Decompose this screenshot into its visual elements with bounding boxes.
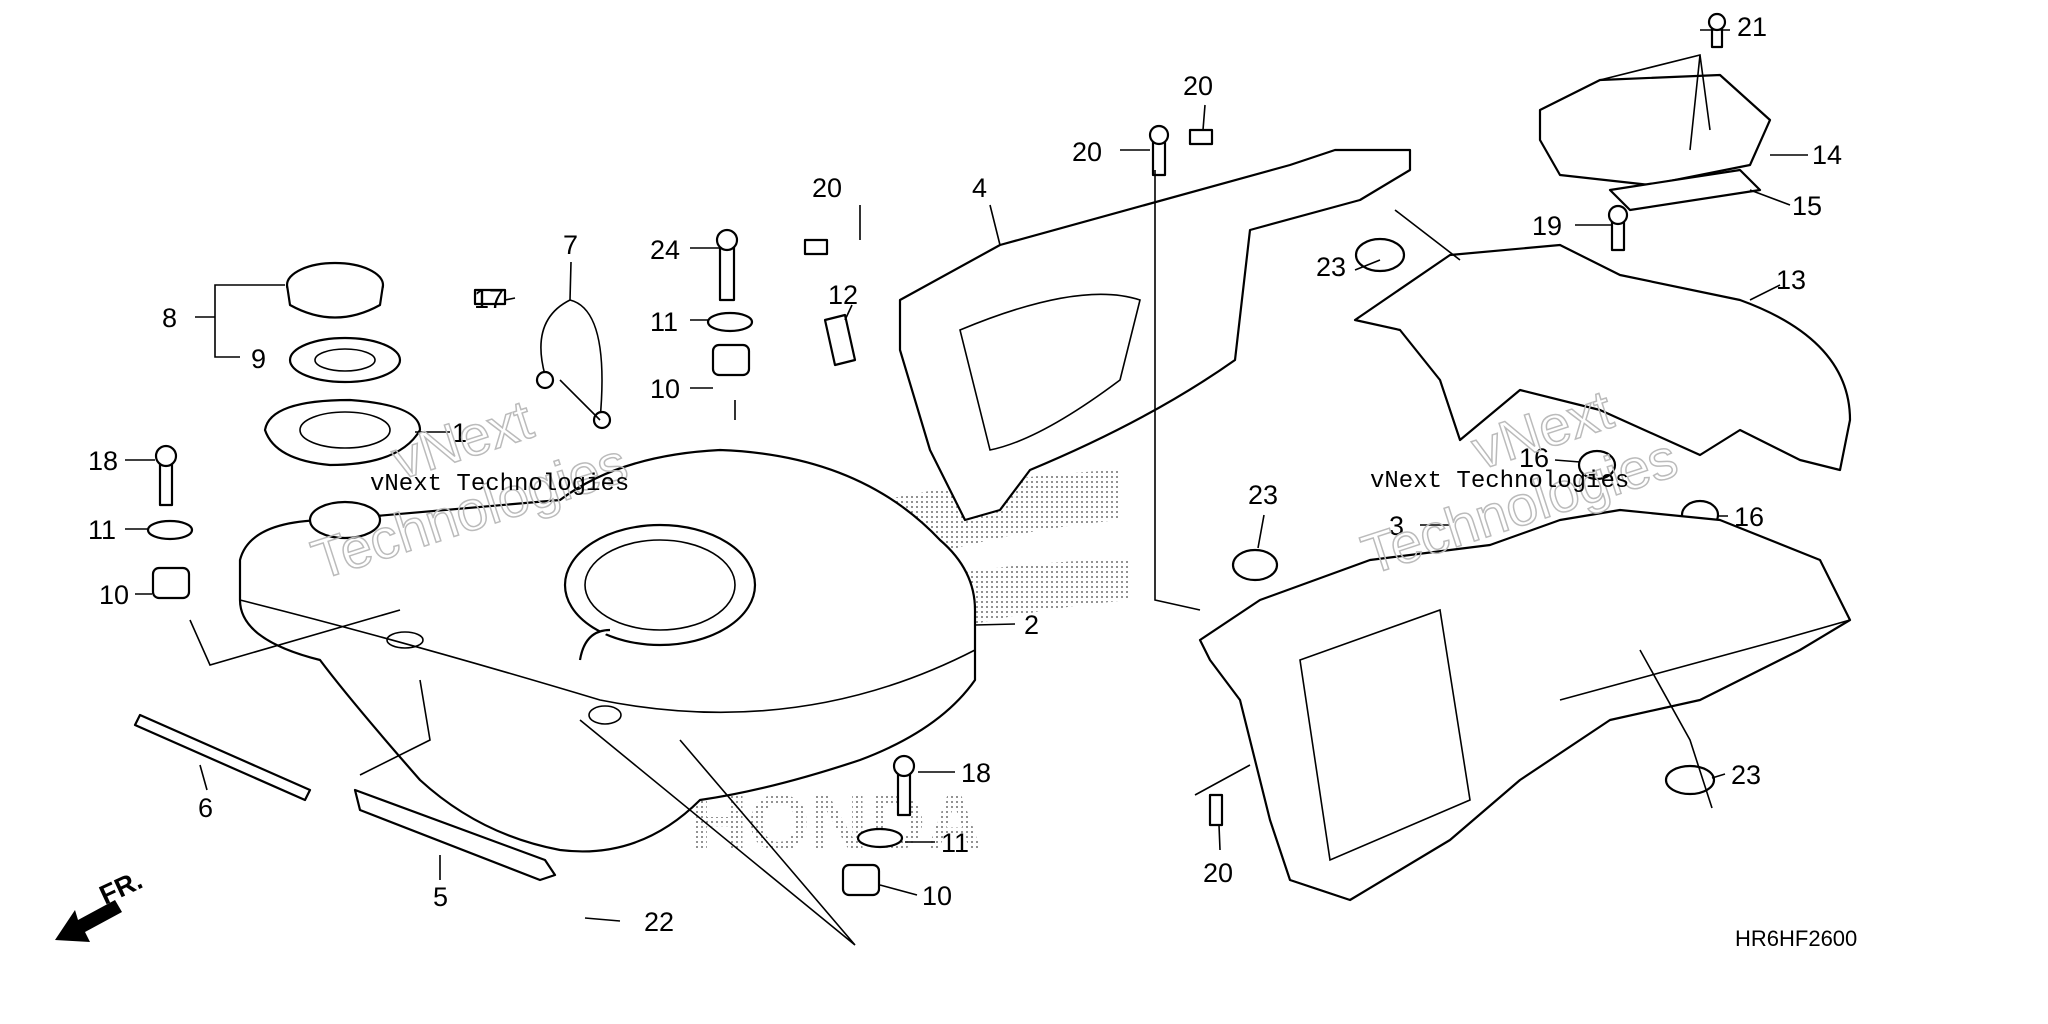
watermark-text: vNext Technologies xyxy=(370,471,629,498)
battery-tray xyxy=(1353,243,1852,472)
diagram-code: HR6HF2600 xyxy=(1735,926,1857,951)
callout-labels: 21 14 15 13 19 23 20 20 4 20 12 24 11 10… xyxy=(88,12,1842,937)
leader-lines xyxy=(125,29,1808,946)
mounting-rod xyxy=(133,713,312,802)
callout-5: 5 xyxy=(433,882,448,912)
callout-20: 20 xyxy=(1072,137,1102,167)
ground-strap xyxy=(540,299,603,421)
tank-bracket xyxy=(353,788,557,882)
callout-19: 19 xyxy=(1532,211,1562,241)
callout-13: 13 xyxy=(1776,265,1806,295)
callout-4: 4 xyxy=(972,173,987,203)
callout-21: 21 xyxy=(1737,12,1767,42)
callout-11: 11 xyxy=(650,307,678,337)
callout-23: 23 xyxy=(1316,252,1346,282)
callout-16: 16 xyxy=(1519,443,1549,473)
callout-2: 2 xyxy=(1024,610,1039,640)
callout-9: 9 xyxy=(251,344,266,374)
fuel-tank xyxy=(238,448,977,853)
callout-10: 10 xyxy=(650,374,680,404)
front-direction-arrow: FR. xyxy=(55,865,147,942)
callout-12: 12 xyxy=(828,280,858,310)
callout-11: 11 xyxy=(88,515,116,545)
fasteners xyxy=(146,12,1727,897)
callout-17: 17 xyxy=(474,284,504,314)
callout-18: 18 xyxy=(961,758,991,788)
callout-8: 8 xyxy=(162,303,177,333)
clip xyxy=(823,313,857,367)
filler-cap xyxy=(263,261,422,467)
callout-22: 22 xyxy=(644,907,674,937)
watermark-text-2: vNext Technologies xyxy=(1370,468,1629,495)
callout-10: 10 xyxy=(99,580,129,610)
cover-seal xyxy=(1608,168,1762,212)
callout-10: 10 xyxy=(922,881,952,911)
callout-20: 20 xyxy=(1203,858,1233,888)
callout-23: 23 xyxy=(1248,480,1278,510)
callout-24: 24 xyxy=(650,235,680,265)
callout-23: 23 xyxy=(1731,760,1761,790)
callout-7: 7 xyxy=(563,230,578,260)
callout-15: 15 xyxy=(1792,191,1822,221)
callout-3: 3 xyxy=(1389,511,1404,541)
callout-14: 14 xyxy=(1812,140,1842,170)
lower-frame xyxy=(1198,508,1852,902)
front-label: FR. xyxy=(95,865,147,911)
callout-16: 16 xyxy=(1734,502,1764,532)
callout-20: 20 xyxy=(1183,71,1213,101)
callout-6: 6 xyxy=(198,793,213,823)
callout-20: 20 xyxy=(812,173,842,203)
battery-cover xyxy=(1538,73,1772,187)
callout-18: 18 xyxy=(88,446,118,476)
callout-1: 1 xyxy=(452,418,467,448)
callout-11: 11 xyxy=(941,828,969,858)
